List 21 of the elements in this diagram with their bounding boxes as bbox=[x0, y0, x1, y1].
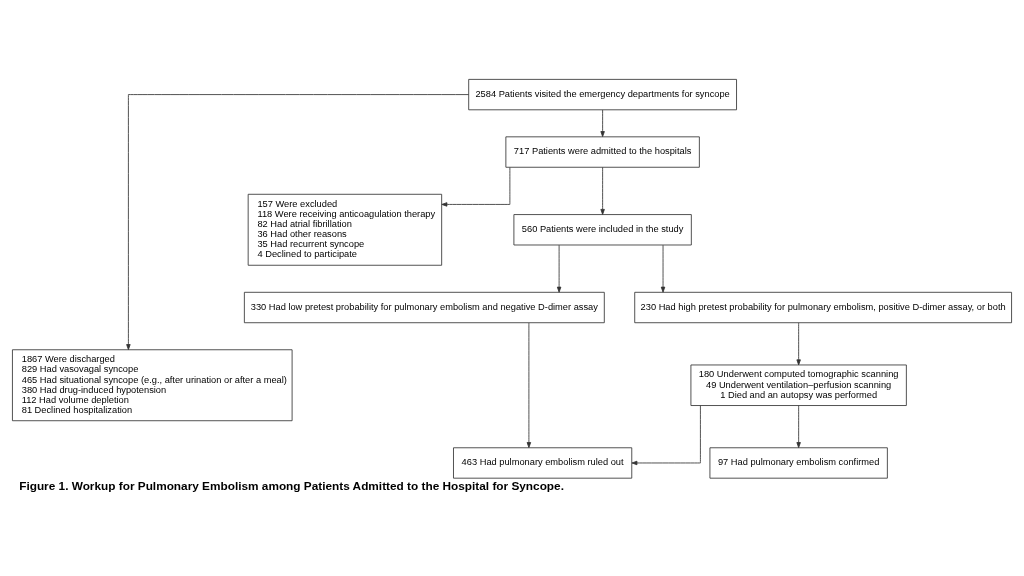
node-box: 560 Patients were included in the study bbox=[513, 213, 692, 245]
arrow bbox=[556, 244, 562, 293]
arrow bbox=[660, 244, 666, 293]
arrow bbox=[631, 404, 701, 465]
arrow bbox=[600, 166, 605, 215]
arrow bbox=[796, 404, 801, 448]
node-box: 97 Had pulmonary embolism confirmed bbox=[709, 446, 888, 479]
node-box: 230 Had high pretest probability for pulmonary embolism, positive D-dimer assay, or both bbox=[634, 291, 1012, 323]
node-box: 157 Were excluded 118 Were receiving anticoagulation therapy 82 Had atrial fibrillation 36 Had other reasons 35 Had recurrent syncope 4 Declined to participate bbox=[247, 193, 443, 266]
node-box: 330 Had low pretest probability for pulmonary embolism and negative D-dimer assay bbox=[243, 291, 605, 323]
node-box: 2584 Patients visited the emergency departments for syncope bbox=[468, 78, 737, 110]
node-box: 1867 Were discharged 829 Had vasovagal syncope 465 Had situational syncope (e.g., after urination or after a meal) 380 Had drug-induced hypotension 112 Had volume depletion 81 Declined hospitalization bbox=[12, 348, 293, 421]
node-box: 180 Underwent computed tomographic scanning 49 Underwent ventilation–perfusion scanning 1 Died and an autopsy was performed bbox=[690, 364, 907, 406]
node-box: 463 Had pulmonary embolism ruled out bbox=[453, 446, 633, 479]
arrow bbox=[796, 321, 801, 365]
arrow bbox=[441, 166, 511, 207]
arrow bbox=[126, 93, 470, 350]
arrow bbox=[526, 322, 532, 448]
arrow bbox=[600, 109, 605, 137]
node-box: 717 Patients were admitted to the hospitals bbox=[505, 135, 700, 168]
caption: Figure 1. Workup for Pulmonary Embolism among Patients Admitted to the Hospital for Syncope. bbox=[19, 478, 564, 493]
